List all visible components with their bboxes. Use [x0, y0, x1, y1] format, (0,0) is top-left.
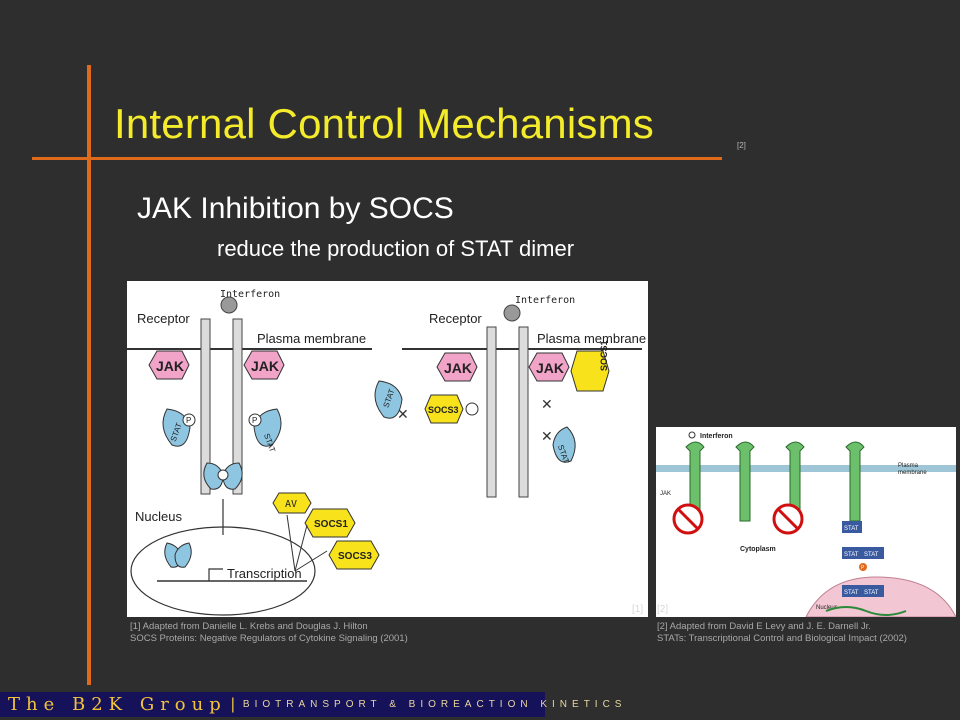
membrane-label-left: Plasma membrane	[257, 331, 366, 346]
interferon-label-right: Interferon	[515, 295, 575, 306]
nucleus-label-fig2: Nucleus	[816, 605, 838, 611]
stat-box-label-1: STAT	[844, 526, 859, 532]
socs3-label-right: SOCS3	[428, 405, 459, 415]
citation-2-line-1: [2] Adapted from David E Levy and J. E. …	[657, 621, 871, 632]
stat-dimer-label-1: STAT	[844, 552, 859, 558]
ref-marker-1: [1]	[632, 604, 644, 615]
interferon-label-left: Interferon	[220, 289, 280, 300]
block-x-right-c: ✕	[541, 428, 553, 444]
jak-hex-left-b	[243, 350, 285, 380]
av-label: AV	[285, 499, 297, 510]
stat-dimer-label-2: STAT	[864, 552, 879, 558]
plasma-membrane-band	[656, 465, 956, 472]
jak-hex-left-a	[148, 350, 190, 380]
interferon-label-fig2: Interferon	[700, 433, 733, 440]
phospho-fig2-label: P	[861, 565, 865, 571]
cytoplasm-label: Cytoplasm	[740, 546, 776, 553]
figure1-svg: Interferon Receptor Plasma membrane JAK …	[127, 289, 646, 616]
figure2-svg: Interferon Plasma membrane JAK Cytoplasm…	[656, 427, 956, 617]
transcription-arrow	[208, 568, 223, 581]
ref-marker-2: [2]	[657, 604, 669, 615]
phospho-label-left-a: P	[186, 416, 191, 425]
jak-label-right-a: JAK	[444, 360, 472, 376]
stat-dimer-a	[203, 462, 224, 490]
jak-label-fig2: JAK	[660, 491, 671, 497]
title-reference: [2]	[737, 141, 746, 150]
phospho-left-a	[182, 413, 196, 427]
interferon-marker	[688, 431, 696, 439]
receptor-label-right: Receptor	[429, 311, 482, 326]
footer-brand: The B2K Group	[8, 694, 227, 715]
nucleus-label: Nucleus	[135, 509, 182, 524]
footer-tagline: BIOTRANSPORT & BIOREACTION KINETICS	[242, 699, 627, 710]
receptor-chain-right-b	[518, 326, 529, 498]
stat-box-1	[842, 521, 862, 533]
footer-separator: |	[230, 695, 235, 713]
phospho-right	[465, 402, 479, 416]
socs1-hex-left	[304, 508, 356, 538]
arrow-to-socs1	[294, 524, 308, 572]
socs3-hex-right	[424, 394, 464, 424]
arrow-to-socs3	[294, 550, 328, 572]
figure-jak-socs-diagram: Interferon Receptor Plasma membrane JAK …	[127, 281, 648, 617]
receptor-green-2	[735, 441, 755, 522]
phospho-label-left-b: P	[252, 416, 257, 425]
receptor-chain-left-b	[232, 318, 243, 495]
socs1-label-right: SOCS1	[599, 340, 609, 371]
stat-dimer-box-1	[842, 547, 884, 559]
jak-hex-right-b	[528, 352, 570, 382]
accent-vertical-line	[87, 65, 91, 685]
socs1-hex-right	[570, 350, 610, 392]
transcription-label: Transcription	[227, 566, 302, 581]
citation-2: [2] Adapted from David E Levy and J. E. …	[657, 621, 907, 645]
slide-subtitle: JAK Inhibition by SOCS	[137, 192, 454, 225]
stat-dimer-label-4: STAT	[864, 590, 879, 596]
block-x-right-b: ✕	[541, 396, 553, 412]
plasma-membrane-label-1: Plasma	[898, 463, 919, 469]
citation-1: [1] Adapted from Danielle L. Krebs and D…	[130, 621, 408, 645]
interferon-ball-right	[503, 304, 521, 322]
stat-dimer-b	[222, 462, 243, 490]
phospho-fig2-1	[859, 563, 867, 571]
av-hex	[272, 492, 312, 514]
plasma-membrane-label-2: membrane	[898, 470, 927, 476]
jak-hex-right-a	[436, 352, 478, 382]
phospho-left-b	[248, 413, 262, 427]
receptor-label-left: Receptor	[137, 311, 190, 326]
stat-nucleus-b	[174, 542, 192, 568]
socs3-hex-left	[328, 540, 380, 570]
citation-1-line-1: [1] Adapted from Danielle L. Krebs and D…	[130, 621, 368, 632]
citation-2-line-2: STATs: Transcriptional Control and Biolo…	[657, 633, 907, 644]
jak-label-left-a: JAK	[156, 358, 184, 374]
slide-title: Internal Control Mechanisms	[114, 100, 654, 147]
footer-banner: The B2K Group | BIOTRANSPORT & BIOREACTI…	[0, 692, 621, 717]
block-x-right-a: ✕	[397, 406, 409, 422]
figure-stat-signaling-diagram: Interferon Plasma membrane JAK Cytoplasm…	[656, 427, 956, 617]
dna-helix	[825, 606, 907, 616]
stat-dimer-label-3: STAT	[844, 590, 859, 596]
stat-dimer-box-2	[842, 585, 884, 597]
socs3-label-left: SOCS3	[338, 551, 372, 562]
receptor-chain-right-a	[486, 326, 497, 498]
citation-1-line-2: SOCS Proteins: Negative Regulators of Cy…	[130, 633, 408, 644]
arrow-to-av	[286, 514, 296, 572]
accent-horizontal-line	[32, 157, 722, 160]
membrane-label-right: Plasma membrane	[537, 331, 646, 346]
dimer-phospho	[217, 469, 229, 481]
socs1-label-left: SOCS1	[314, 519, 348, 530]
receptor-chain-left-a	[200, 318, 211, 495]
slide-subsubtitle: reduce the production of STAT dimer	[217, 236, 575, 261]
interferon-ball-left	[220, 296, 238, 314]
jak-label-right-b: JAK	[536, 360, 564, 376]
stat-shape-right-b	[552, 426, 576, 463]
jak-label-left-b: JAK	[251, 358, 279, 374]
stat-shape-right-a	[374, 380, 403, 419]
